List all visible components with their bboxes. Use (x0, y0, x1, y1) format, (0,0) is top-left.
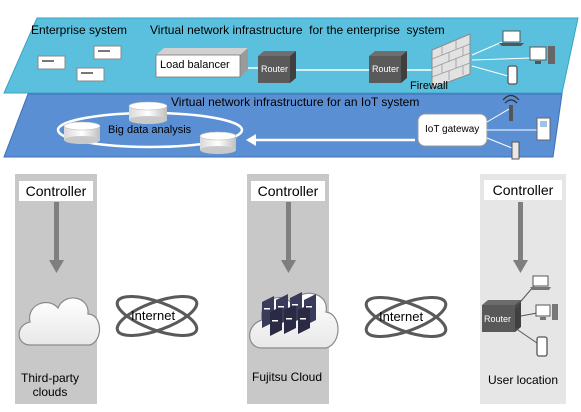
enterprise-system-label: Enterprise system (31, 23, 128, 37)
database-icon-top (128, 101, 168, 124)
desktop-pc-icon (535, 304, 558, 320)
database-icon-right (199, 131, 237, 154)
third-party-label-line1: Third-party (20, 371, 79, 385)
server-icon (93, 45, 122, 60)
user-location-label: User location (487, 373, 559, 387)
router-1-box (258, 51, 296, 83)
device-sensor-icon (536, 117, 551, 141)
enterprise-server-icons (37, 45, 122, 82)
wireless-sensor-icon (502, 94, 520, 121)
firewall-icon (431, 33, 471, 89)
enterprise-device-links (471, 41, 531, 77)
third-party-controller-label: Controller (19, 181, 93, 201)
load-balancer-box (155, 48, 248, 78)
enterprise-layer-title: Virtual network infrastructure for the e… (150, 23, 445, 37)
router-2-label: Router (372, 64, 400, 74)
database-icon-left (63, 121, 101, 144)
load-balancer-label: Load balancer (160, 59, 230, 71)
controller-arrow-fujitsu (281, 202, 296, 273)
remote-sensor-icon (511, 141, 520, 160)
smartphone-icon (536, 336, 548, 357)
iot-layer-title: Virtual network infrastructure for an Io… (171, 95, 420, 109)
iot-gateway-label: IoT gateway (425, 124, 480, 135)
user-controller-label: Controller (484, 180, 562, 200)
controller-arrow-user (513, 202, 528, 273)
enterprise-laptop-icon (499, 30, 524, 46)
router-2-box (369, 51, 407, 83)
user-router-label: Router (484, 314, 512, 324)
internet-left-label: Internet (131, 308, 176, 323)
big-data-label: Big data analysis (108, 124, 192, 136)
internet-right-icon (364, 296, 448, 338)
user-router-icon (482, 300, 521, 332)
laptop-icon (530, 275, 551, 290)
firewall-label: Firewall (410, 80, 448, 92)
third-party-cloud-icon (18, 297, 101, 346)
fujitsu-cloud-label: Fujitsu Cloud (251, 370, 323, 384)
internet-right-label: Internet (379, 309, 424, 324)
server-rack-icon (262, 292, 316, 336)
user-device-links (514, 285, 538, 344)
third-party-label-line2: clouds (32, 385, 68, 399)
server-icon (37, 55, 66, 70)
server-icon (76, 67, 105, 82)
sensor-links (486, 108, 537, 149)
iot-data-flow-arrow (246, 134, 415, 146)
fujitsu-cloud-icon (249, 292, 339, 349)
enterprise-phone-icon (507, 65, 518, 85)
enterprise-desktop-icon (529, 46, 555, 64)
internet-left-icon (115, 295, 199, 337)
fujitsu-controller-label: Controller (251, 181, 325, 201)
controller-arrow-third-party (49, 202, 64, 273)
router-1-label: Router (261, 64, 289, 74)
